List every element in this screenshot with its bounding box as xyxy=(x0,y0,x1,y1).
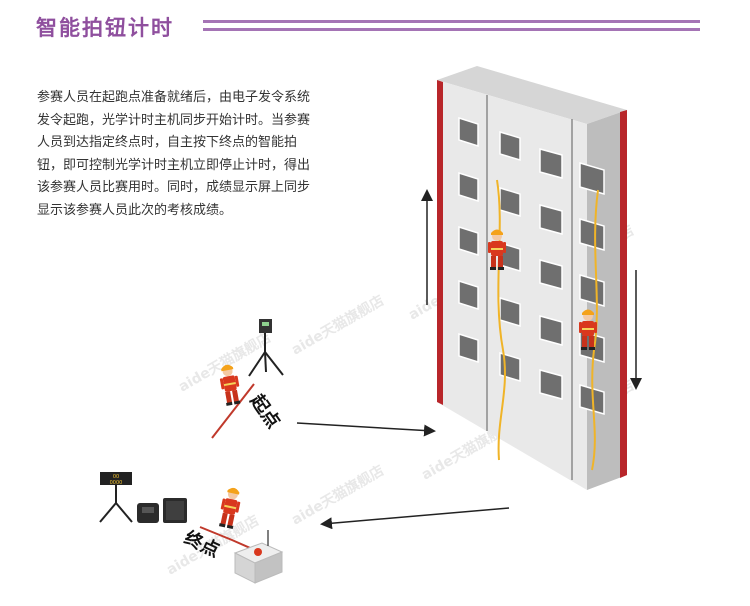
smart-button-box xyxy=(233,530,284,584)
watermark-text: aide天猫旗舰店 xyxy=(289,462,387,529)
tripod-icon: 00 0000 xyxy=(99,472,133,523)
firefighter-icon xyxy=(217,363,243,407)
page-title: 智能拍钮计时 xyxy=(36,16,174,40)
description-line: 发令起跑，光学计时主机同步开始计时。当参赛 xyxy=(37,112,311,128)
description-text: 参赛人员在起跑点准备就绪后，由电子发令系统 发令起跑，光学计时主机同步开始计时。… xyxy=(37,87,357,222)
title-double-rule xyxy=(203,20,700,32)
scoreboard-line2: 0000 xyxy=(110,480,123,486)
description-line: 参赛人员在起跑点准备就绪后，由电子发令系统 xyxy=(37,90,311,105)
description-line: 钮，即可控制光学计时主机立即停止计时，得出 xyxy=(37,157,311,173)
training-tower xyxy=(437,66,627,490)
start-label: 起点 xyxy=(245,389,284,432)
arrow-right-icon xyxy=(296,422,436,437)
timing-equipment xyxy=(137,498,187,523)
arrow-left-icon xyxy=(320,507,510,530)
watermark-text: aide天猫旗舰店 xyxy=(289,292,387,359)
tripod-icon xyxy=(248,319,284,377)
description-line: 人员到达指定终点时，自主按下终点的智能拍 xyxy=(37,135,298,150)
description-line: 显示该参赛人员此次的考核成绩。 xyxy=(37,202,233,218)
scoreboard-line1: 00 xyxy=(113,474,119,480)
finish-area: 00 0000 终点 xyxy=(99,472,284,584)
description-line: 该参赛人员比赛用时。同时，成绩显示屏上同步 xyxy=(37,180,311,195)
start-area: 起点 xyxy=(211,319,285,439)
